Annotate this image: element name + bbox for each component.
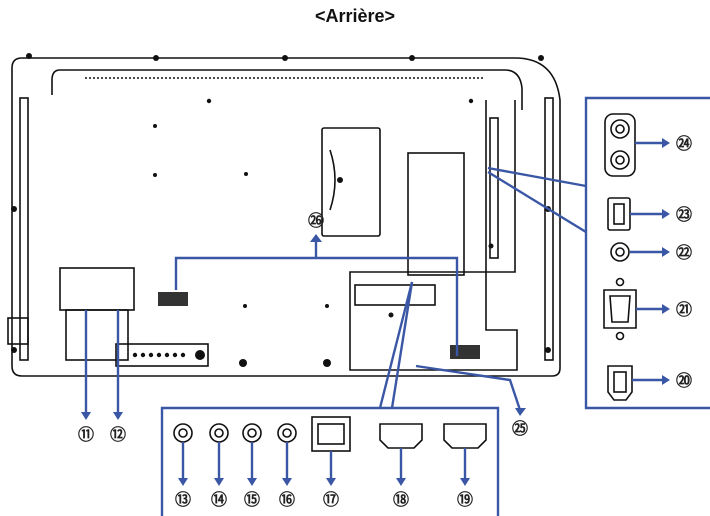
bottom-callout-stems xyxy=(181,442,467,480)
vga-port-icon xyxy=(603,277,637,341)
callout-19: ⑲ xyxy=(457,490,473,509)
callout-26: ㉖ xyxy=(308,211,324,230)
callout-21: ㉑ xyxy=(676,300,692,319)
bottom-port-icons xyxy=(173,416,487,452)
callout-23: ㉓ xyxy=(676,205,692,224)
screw-holes xyxy=(11,53,551,367)
callout-arrowheads xyxy=(81,138,670,420)
callout-14: ⑭ xyxy=(211,490,227,509)
callout-12: ⑫ xyxy=(110,425,126,444)
callout-22: ㉒ xyxy=(676,243,692,262)
callout-25: ㉕ xyxy=(512,419,528,438)
callout-16: ⑯ xyxy=(279,490,295,509)
callout-24: ㉔ xyxy=(676,134,692,153)
callout-18: ⑱ xyxy=(393,490,409,509)
headphone-jack-icon xyxy=(610,242,630,262)
callout-20: ⑳ xyxy=(676,371,692,390)
callout-11: ⑪ xyxy=(78,425,94,444)
hdmi-port-icon xyxy=(607,365,633,401)
callout-15: ⑮ xyxy=(244,490,260,509)
callout-17: ⑰ xyxy=(323,490,339,509)
callout-lines xyxy=(84,96,710,516)
button-row xyxy=(132,350,205,360)
rca-jack-icon xyxy=(604,113,636,177)
callout-13: ⑬ xyxy=(175,490,191,509)
speaker-grills xyxy=(158,292,480,359)
usb-port-icon xyxy=(607,197,631,231)
page-title: <Arrière> xyxy=(314,6,396,26)
monitor-rear-body xyxy=(7,57,561,377)
bottom-arrowheads xyxy=(178,478,470,486)
